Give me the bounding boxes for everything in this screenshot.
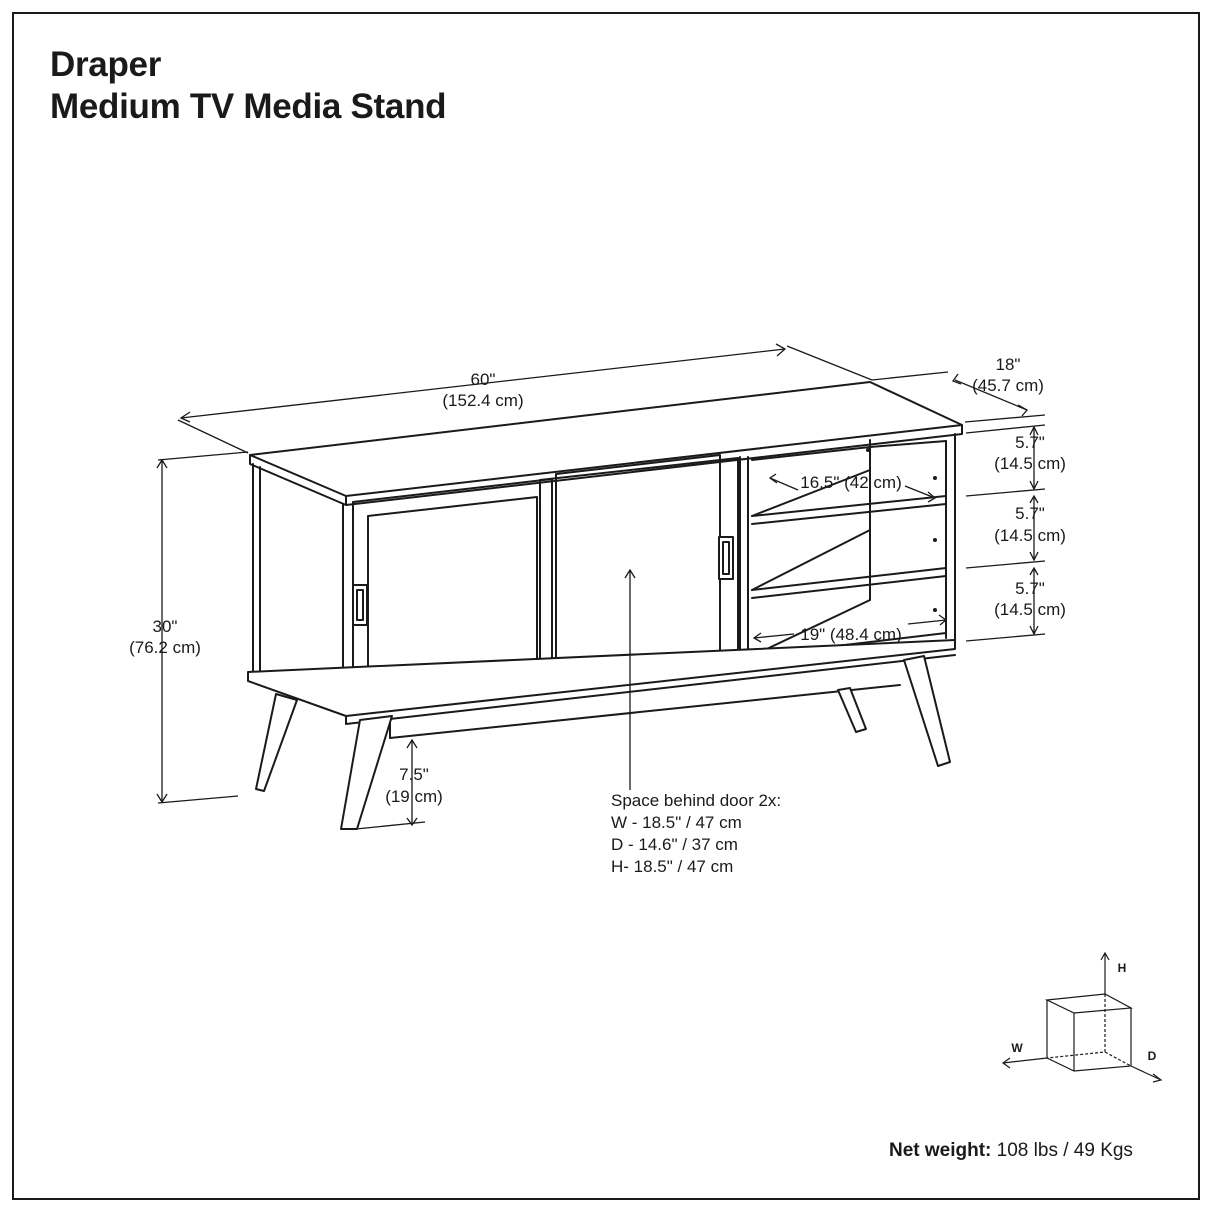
net-weight: Net weight: 108 lbs / 49 Kgs (889, 1140, 1133, 1162)
base-frame (247, 639, 956, 739)
shelf2-cm: (14.5 cm) (994, 526, 1066, 545)
shelf3-cm: (14.5 cm) (994, 600, 1066, 619)
width-inches: 60" (471, 370, 496, 389)
title-line-1: Draper (50, 45, 162, 84)
frame-border (12, 12, 1200, 1200)
shelf-width-label: 19" (48.4 cm) (800, 625, 901, 644)
net-weight-value: 108 lbs / 49 Kgs (996, 1140, 1133, 1161)
axis-w-label: W (1011, 1041, 1023, 1055)
width-cm: (152.4 cm) (442, 391, 523, 410)
shelf3-inches: 5.7" (1015, 579, 1045, 598)
top-slab (249, 381, 963, 506)
leg-height-inches: 7.5" (399, 765, 429, 784)
dimension-lines (156, 343, 1046, 830)
open-shelves (739, 439, 947, 665)
space-behind-door-note: Space behind door 2x: W - 18.5" / 47 cm … (611, 790, 781, 878)
note-width: W - 18.5" / 47 cm (611, 813, 742, 832)
leg-height-cm: (19 cm) (385, 787, 443, 806)
depth-cm: (45.7 cm) (972, 376, 1044, 395)
note-heading: Space behind door 2x: (611, 791, 782, 810)
depth-inches: 18" (996, 355, 1021, 374)
axis-d-label: D (1148, 1049, 1157, 1063)
title-line-2: Medium TV Media Stand (50, 87, 447, 126)
axis-h-label: H (1118, 961, 1127, 975)
dimension-labels: 60" (152.4 cm) 18" (45.7 cm) 30" (76.2 c… (129, 355, 1066, 806)
net-weight-label: Net weight: (889, 1140, 992, 1161)
shelf1-cm: (14.5 cm) (994, 454, 1066, 473)
note-height: H- 18.5" / 47 cm (611, 857, 734, 876)
shelf-depth-label: 16.5" (42 cm) (800, 473, 901, 492)
note-depth: D - 14.6" / 37 cm (611, 835, 738, 854)
legs (255, 655, 951, 830)
orientation-cube-icon (1001, 951, 1163, 1083)
height-cm: (76.2 cm) (129, 638, 201, 657)
shelf1-inches: 5.7" (1015, 433, 1045, 452)
shelf2-inches: 5.7" (1015, 504, 1045, 523)
height-inches: 30" (153, 617, 178, 636)
product-title: Draper Medium TV Media Stand (50, 44, 447, 128)
